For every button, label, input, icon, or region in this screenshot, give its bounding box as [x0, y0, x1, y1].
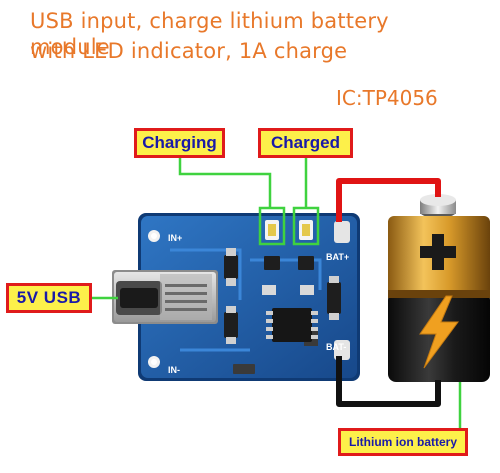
ic-label: IC:TP4056 — [336, 86, 438, 110]
silk-bat-plus: BAT+ — [326, 252, 349, 262]
silk-in-minus: IN- — [168, 365, 180, 375]
charged-label: Charged — [258, 128, 353, 158]
usb-input-label: 5V USB — [6, 283, 92, 313]
silk-in-plus: IN+ — [168, 233, 182, 243]
silk-bat-minus: BAT- — [326, 342, 346, 352]
negative-wire — [336, 356, 441, 407]
battery-label: Lithium ion battery — [338, 428, 468, 456]
charging-label: Charging — [134, 128, 225, 158]
positive-wire — [336, 178, 441, 222]
mini-usb-connector — [112, 270, 218, 324]
title-line-1: USB input, charge lithium battery module — [30, 9, 389, 59]
pcb-board: IN+ BAT+ BAT- IN- — [138, 213, 360, 381]
indicator-lines — [92, 158, 462, 428]
battery-icon — [388, 194, 490, 382]
title-line-2: with LED indicator, 1A charge — [30, 39, 348, 63]
